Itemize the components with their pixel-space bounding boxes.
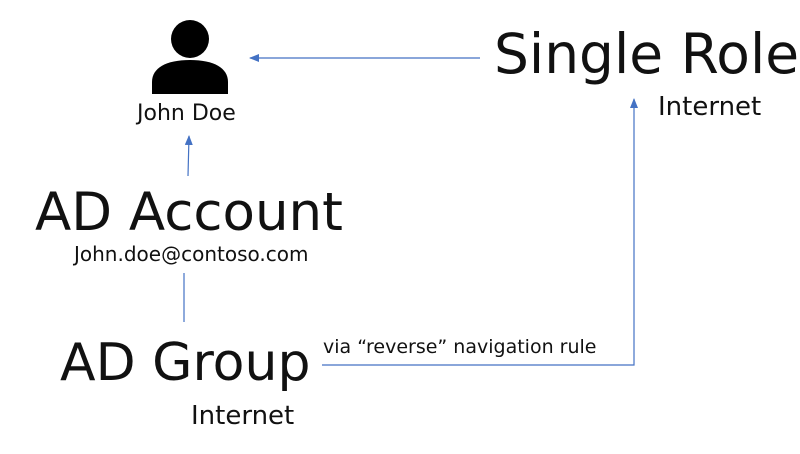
ad-group-title: AD Group bbox=[60, 333, 311, 393]
ad-account-title: AD Account bbox=[35, 182, 343, 243]
user-name: John Doe bbox=[137, 101, 236, 126]
single-role-title: Single Role bbox=[494, 22, 800, 86]
person-icon bbox=[152, 20, 228, 94]
single-role-subtitle: Internet bbox=[658, 92, 762, 122]
account-to-user-arrow bbox=[184, 135, 193, 177]
reverse-rule-label: via “reverse” navigation rule bbox=[323, 336, 597, 358]
group-to-role-reverse-arrow bbox=[322, 98, 638, 366]
ad-account-subtitle: John.doe@contoso.com bbox=[74, 242, 309, 266]
ad-group-subtitle: Internet bbox=[191, 401, 295, 431]
